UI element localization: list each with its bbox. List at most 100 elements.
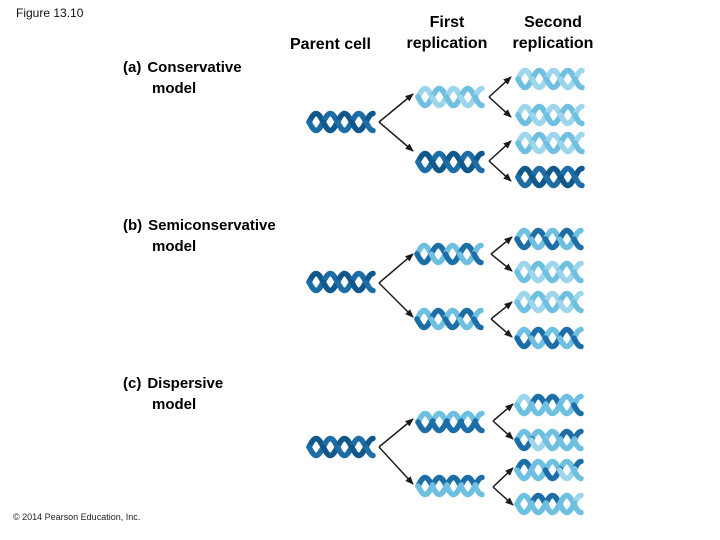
dna-helix-a-second-2 [515, 103, 585, 127]
helix-strand-segment [571, 299, 584, 314]
first-replication-line2: replication [406, 35, 488, 52]
helix-strand-segment [442, 250, 464, 266]
helix-strand-segment [472, 419, 485, 434]
helix-strand-segment [542, 401, 564, 417]
dna-helix-c-second-1 [514, 393, 584, 417]
helix-strand-segment [542, 334, 564, 350]
model-c-line1: (c) Dispersive [123, 373, 223, 394]
helix-strand-segment [334, 443, 356, 459]
helix-strand-segment [334, 278, 356, 294]
dna-helix-a-first-bottom [415, 150, 485, 174]
helix-strand-segment [471, 316, 484, 331]
dna-helix-a-parent [306, 110, 376, 134]
helix-strand-segment [543, 103, 565, 119]
arrow [490, 318, 513, 338]
helix-strand-segment [443, 150, 465, 166]
helix-strand-segment [543, 173, 565, 189]
model-b-line1: (b) Semiconservative [123, 215, 276, 236]
helix-strand-segment [363, 444, 376, 459]
helix-strand-segment [363, 279, 376, 294]
fork-arrows-a-bottom-split [488, 140, 512, 182]
model-b-prefix: (b) [123, 217, 143, 234]
model-a-line2: model [152, 80, 197, 97]
helix-strand-segment [542, 326, 564, 342]
dna-helix-c-first-top [415, 410, 485, 434]
helix-strand-segment [443, 93, 465, 109]
dna-helix-a-second-1 [515, 67, 585, 91]
arrow [488, 160, 512, 182]
dna-helix-b-second-4 [514, 326, 584, 350]
helix-strand-segment [571, 269, 584, 284]
fork-arrows-c-bottom-split [492, 467, 514, 506]
helix-strand-segment [571, 236, 584, 251]
helix-strand-segment [543, 165, 565, 181]
arrow [490, 236, 513, 255]
arrow [378, 446, 414, 485]
second-replication-line2: replication [512, 35, 594, 52]
helix-strand-segment [442, 307, 464, 323]
dna-helix-c-second-2 [514, 428, 584, 452]
helix-strand-segment [543, 67, 565, 83]
helix-strand-segment [443, 418, 465, 434]
helix-strand-segment [572, 140, 585, 155]
dna-helix-c-second-3 [514, 458, 584, 482]
helix-strand-segment [571, 437, 584, 452]
arrow [488, 140, 512, 162]
helix-strand-segment [443, 410, 465, 426]
fork-arrows-a-top-split [488, 76, 512, 118]
fork-arrows-b-parent-split [378, 253, 414, 318]
arrow [378, 418, 414, 448]
dna-helix-b-first-bottom [414, 307, 484, 331]
helix-strand-segment [472, 94, 485, 109]
dna-helix-b-parent [306, 270, 376, 294]
dna-helix-a-second-3 [515, 131, 585, 155]
fork-arrows-b-top-split [490, 236, 513, 272]
column-header-parent-cell: Parent cell [290, 34, 371, 55]
helix-strand-segment [571, 402, 584, 417]
helix-strand-segment [334, 118, 356, 134]
helix-strand-segment [443, 474, 465, 490]
fork-arrows-c-top-split [492, 403, 514, 440]
model-b-name: Semiconservative [148, 217, 276, 234]
helix-strand-segment [334, 270, 356, 286]
arrow [490, 253, 513, 272]
arrow [492, 420, 514, 440]
model-c-name: Dispersive [147, 375, 224, 392]
arrow [378, 121, 414, 152]
model-c-line2: model [152, 396, 197, 413]
model-c-prefix: (c) [123, 375, 142, 392]
helix-strand-segment [363, 119, 376, 134]
helix-strand-segment [571, 501, 584, 516]
first-replication-line1: First [429, 14, 465, 31]
helix-strand-segment [542, 260, 564, 276]
arrow [492, 467, 514, 488]
helix-strand-segment [571, 335, 584, 350]
model-label-dispersive: (c) Dispersive model [123, 373, 223, 415]
helix-strand-segment [542, 458, 564, 474]
helix-strand-segment [334, 110, 356, 126]
helix-strand-segment [543, 111, 565, 127]
column-header-second-replication: Second replication [500, 12, 606, 54]
arrow [490, 301, 513, 320]
figure-label: Figure 13.10 [16, 6, 84, 20]
helix-strand-segment [542, 436, 564, 452]
model-label-conservative: (a)Conservative model [123, 57, 242, 99]
arrow [492, 403, 514, 422]
helix-strand-segment [572, 112, 585, 127]
column-header-first-replication: First replication [400, 12, 494, 54]
helix-strand-segment [442, 242, 464, 258]
arrow [378, 253, 414, 284]
model-b-line2: model [152, 238, 197, 255]
helix-strand-segment [443, 482, 465, 498]
helix-strand-segment [471, 251, 484, 266]
helix-strand-segment [542, 428, 564, 444]
dna-helix-b-second-2 [514, 260, 584, 284]
helix-strand-segment [542, 235, 564, 251]
helix-strand-segment [572, 174, 585, 189]
helix-strand-segment [442, 315, 464, 331]
arrow [378, 282, 414, 318]
dna-helix-a-second-4 [515, 165, 585, 189]
fork-arrows-b-bottom-split [490, 301, 513, 338]
